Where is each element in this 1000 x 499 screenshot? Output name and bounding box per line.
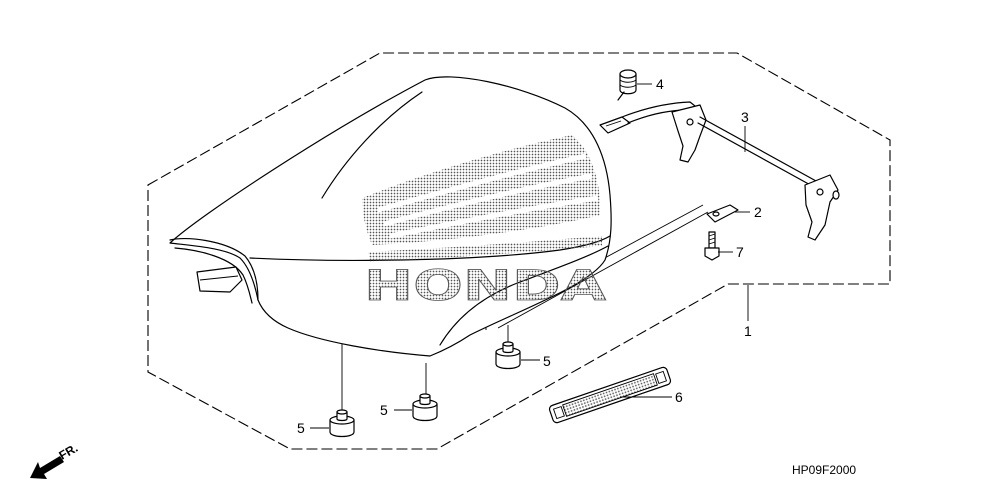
callout-5-right: 5 (543, 353, 551, 369)
spring-clip-body (619, 73, 637, 95)
wing-stripe (377, 153, 587, 213)
diagram-code: HP09F2000 (792, 463, 856, 477)
cushion-knob-top (336, 409, 348, 415)
assembly-boundary (147, 52, 891, 450)
arrow-down-left-icon (30, 456, 64, 479)
callout-5-left: 5 (297, 420, 305, 436)
callout-6: 6 (675, 389, 683, 405)
cushion-body (412, 403, 438, 422)
wing-shape (362, 135, 600, 245)
leader-5-middle (394, 363, 427, 411)
bracket-hook-tab (599, 116, 631, 134)
spring-clip-top (619, 69, 637, 79)
bracket-left-plate-hole (686, 118, 694, 126)
callout-2: 2 (754, 204, 762, 220)
cushion-knob-top (419, 393, 431, 399)
strap-part-6 (548, 366, 672, 424)
bracket-left-plate (671, 104, 707, 163)
cushion-part-5-middle (412, 393, 438, 422)
bracket-right-plate-hole (816, 188, 824, 196)
cushion-body (329, 419, 355, 438)
callout-1: 1 (744, 323, 752, 339)
bolt-head (704, 247, 720, 261)
wing-lower-band (368, 236, 602, 262)
strap-buckle-right (655, 370, 668, 385)
leader-lines (310, 83, 750, 429)
strap-buckle-left (552, 405, 565, 420)
honda-wing-logo: HONDA (362, 135, 607, 310)
wing-stripe (383, 173, 593, 227)
seat-rear-tab (196, 266, 243, 293)
callout-4: 4 (656, 76, 664, 92)
callouts: 4 3 2 7 1 5 5 5 6 (297, 76, 762, 436)
callout-3: 3 (741, 109, 749, 125)
seat-top-ridge (321, 91, 423, 199)
spring-clip-part-4 (617, 69, 637, 101)
plate-hole (712, 211, 720, 217)
leader-5-left (310, 344, 343, 429)
plate-body (706, 204, 739, 223)
callout-7: 7 (736, 244, 744, 260)
seat-rear-lip (169, 237, 259, 301)
strap-band (562, 373, 658, 417)
seat-rear-tab-edge (199, 275, 239, 281)
callout-5-middle: 5 (380, 402, 388, 418)
cushion-part-5-left (329, 409, 355, 438)
leader-5-right (507, 325, 540, 361)
spring-clip-coils (619, 79, 637, 88)
front-direction-marker: FR. (30, 441, 80, 479)
bracket-right-plate (804, 174, 839, 241)
wing-stripe (389, 195, 599, 239)
spring-clip-tail (617, 91, 625, 101)
cushion-knob-top (502, 341, 514, 347)
seat-rear-lip-inner (174, 247, 253, 304)
honda-logo-text: HONDA (364, 261, 607, 310)
plate-part-2 (706, 204, 739, 223)
seat-front-curve (439, 245, 609, 346)
bracket-hook-slot (605, 120, 622, 127)
cushion-body (495, 351, 521, 370)
bolt-part-7 (704, 231, 720, 261)
seat: HONDA (169, 76, 612, 357)
cushion-part-5-right (495, 341, 521, 370)
bracket-rod-end (832, 190, 840, 200)
bolt-threads (708, 233, 716, 245)
seat-lock-bracket-part-3 (599, 101, 840, 241)
